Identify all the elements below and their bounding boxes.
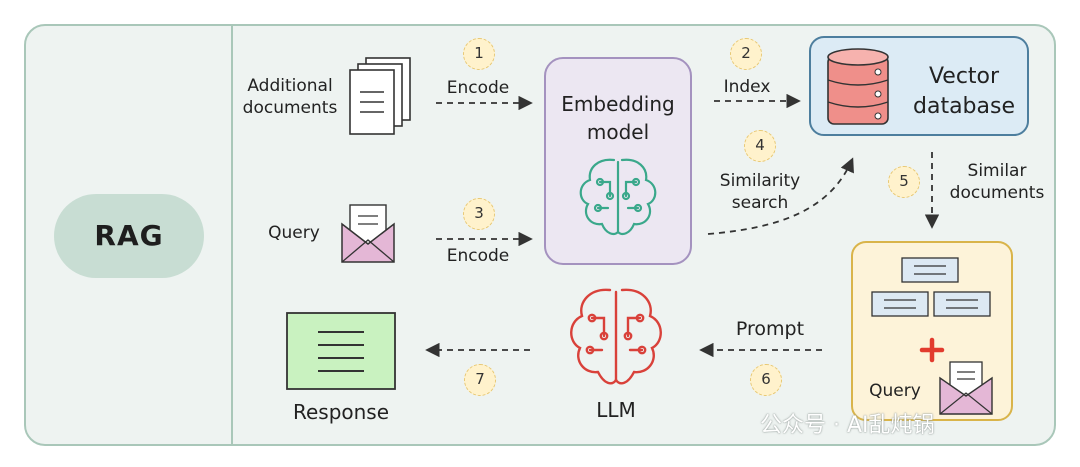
encode-label-3: Encode <box>446 246 510 266</box>
llm-label: LLM <box>596 398 636 422</box>
encode-label-1: Encode <box>446 78 510 98</box>
step-badge-2: 2 <box>730 38 762 70</box>
response-label: Response <box>292 400 390 424</box>
watermark: 公众号 · AI乱炖锅 <box>760 413 935 438</box>
context-query-label: Query <box>869 381 921 401</box>
database-icon <box>827 48 889 125</box>
embedding-brain-icon <box>579 158 657 235</box>
index-label: Index <box>723 77 771 97</box>
documents-icon <box>349 57 411 135</box>
rag-label: RAG <box>54 194 204 278</box>
arrow-similarity-search <box>707 157 854 235</box>
step-badge-1: 1 <box>463 38 495 70</box>
vector-database-label: Vector database <box>913 64 1015 119</box>
query-label: Query <box>268 223 320 243</box>
response-document-icon <box>286 312 396 390</box>
additional-documents-label: Additional documents <box>242 76 338 118</box>
query-envelope-icon <box>341 204 395 263</box>
llm-brain-icon <box>570 288 662 385</box>
step-badge-3: 3 <box>463 198 495 230</box>
prompt-label: Prompt <box>735 318 805 340</box>
context-query-envelope-icon <box>939 361 993 415</box>
similarity-search-label: Similarity search <box>719 171 801 213</box>
step-badge-7: 7 <box>464 364 496 396</box>
step-badge-4: 4 <box>744 130 776 162</box>
step-badge-6: 6 <box>750 364 782 396</box>
embedding-model-label: Embedding model <box>561 92 675 144</box>
similar-documents-icon <box>871 257 991 317</box>
similar-documents-label: Similar documents <box>949 161 1045 203</box>
step-badge-5: 5 <box>888 166 920 198</box>
outer-panel <box>24 24 1056 446</box>
plus-icon <box>919 337 945 363</box>
